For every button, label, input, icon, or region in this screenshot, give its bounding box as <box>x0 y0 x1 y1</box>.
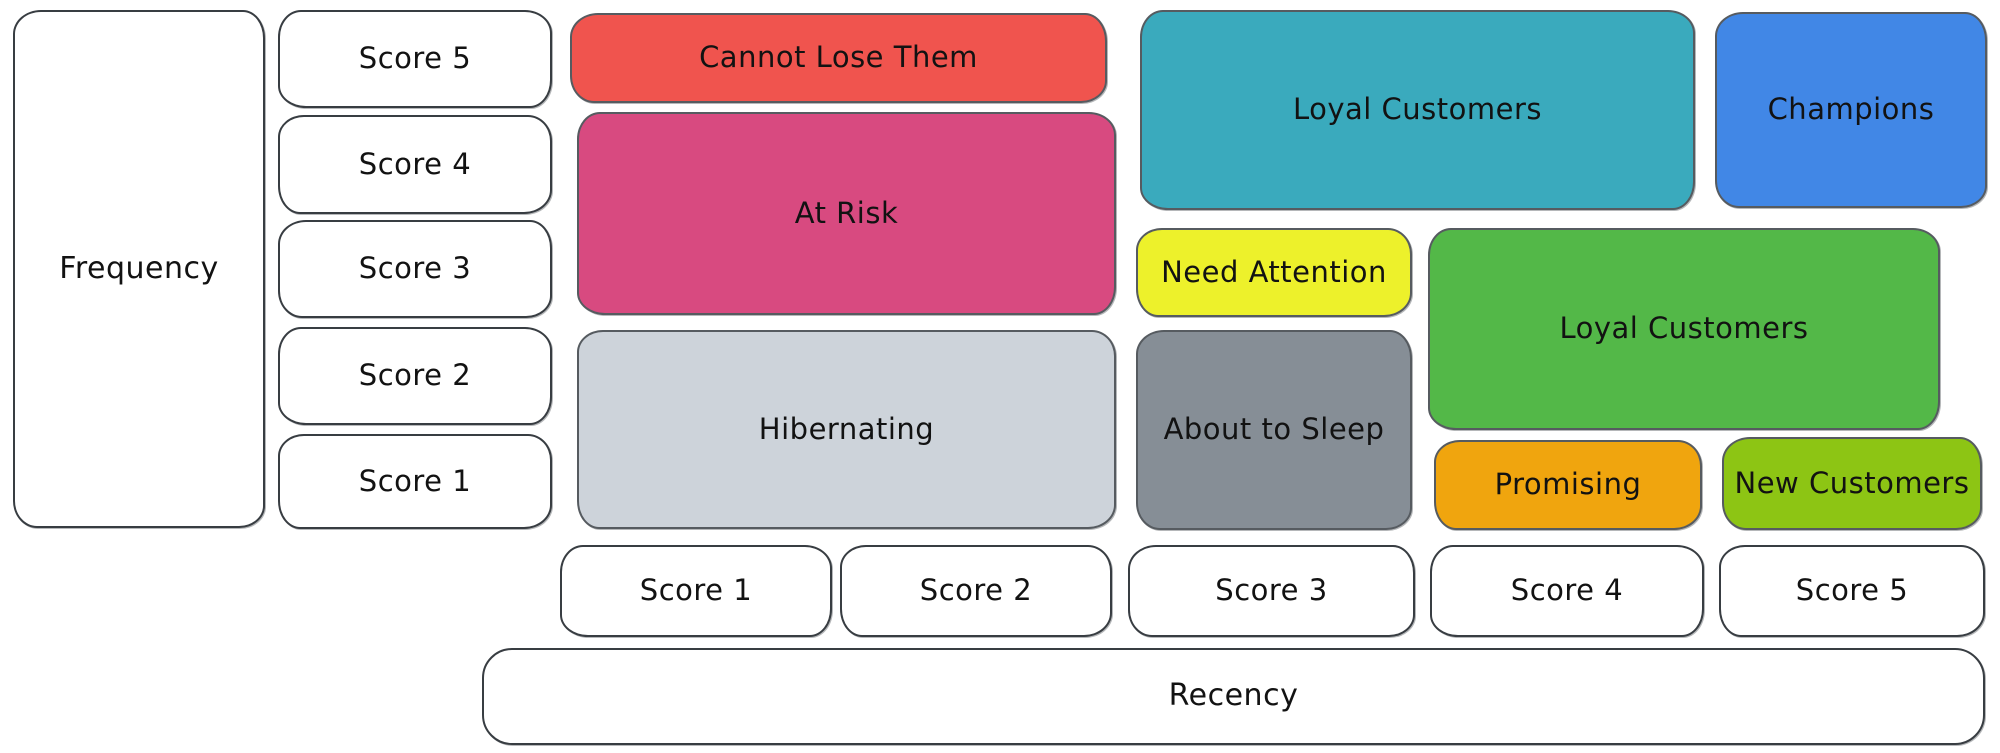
segment-about-to-sleep: About to Sleep <box>1136 330 1412 530</box>
recency-score-1: Score 1 <box>560 545 832 637</box>
segment-champions: Champions <box>1715 12 1987 208</box>
frequency-axis-label: Frequency <box>13 10 265 528</box>
segment-new-customers: New Customers <box>1722 437 1982 530</box>
segment-loyal-customers-top: Loyal Customers <box>1140 10 1695 210</box>
recency-score-4: Score 4 <box>1430 545 1704 637</box>
frequency-score-5: Score 5 <box>278 10 552 108</box>
segment-at-risk: At Risk <box>577 112 1116 315</box>
recency-axis-label: Recency <box>482 648 1985 745</box>
frequency-score-2: Score 2 <box>278 327 552 425</box>
segment-need-attention: Need Attention <box>1136 228 1412 317</box>
segment-promising: Promising <box>1434 440 1702 530</box>
frequency-score-4: Score 4 <box>278 115 552 214</box>
recency-score-5: Score 5 <box>1719 545 1985 637</box>
frequency-score-1: Score 1 <box>278 434 552 529</box>
recency-score-2: Score 2 <box>840 545 1112 637</box>
segment-cannot-lose-them: Cannot Lose Them <box>570 13 1107 103</box>
segment-hibernating: Hibernating <box>577 330 1116 529</box>
recency-score-3: Score 3 <box>1128 545 1415 637</box>
segment-loyal-customers-mid: Loyal Customers <box>1428 228 1940 430</box>
frequency-score-3: Score 3 <box>278 220 552 318</box>
